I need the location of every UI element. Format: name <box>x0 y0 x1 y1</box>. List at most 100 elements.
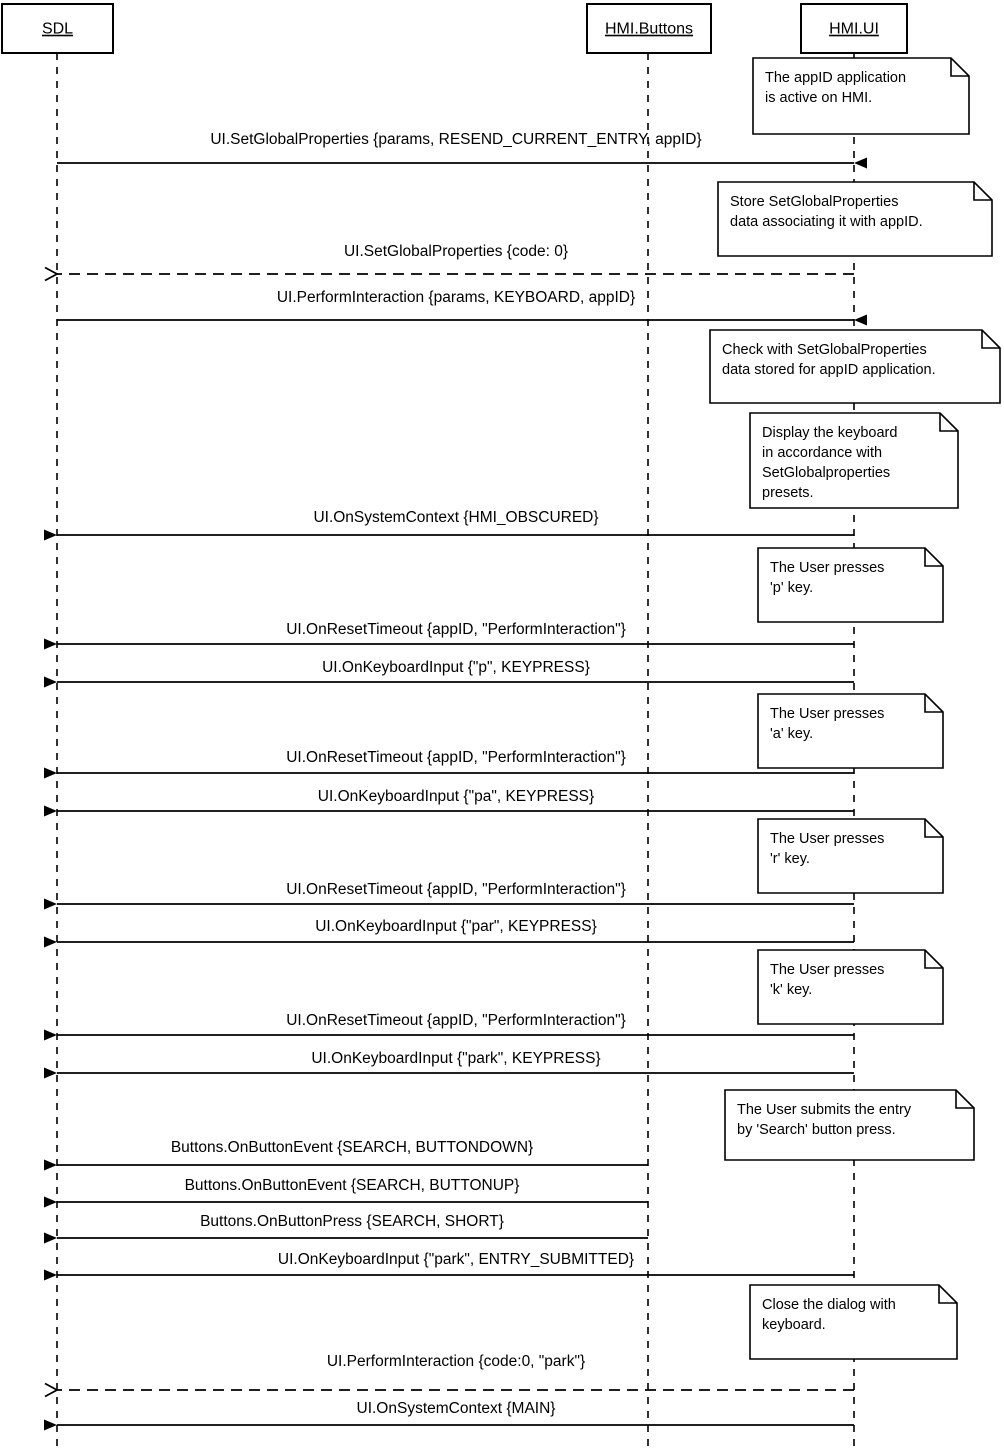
message-m17[interactable]: UI.PerformInteraction {code:0, "park"} <box>44 1353 854 1398</box>
message-m4[interactable]: UI.OnSystemContext {HMI_OBSCURED} <box>44 509 854 541</box>
message-label: UI.OnKeyboardInput {"park", KEYPRESS} <box>311 1050 600 1067</box>
message-label: UI.SetGlobalProperties {code: 0} <box>344 243 568 260</box>
note-text-line: Close the dialog with <box>762 1297 896 1313</box>
note-body <box>757 547 944 623</box>
message-label: UI.OnKeyboardInput {"p", KEYPRESS} <box>322 659 590 676</box>
arrowhead-open-icon <box>44 266 59 282</box>
message-label: Buttons.OnButtonEvent {SEARCH, BUTTONUP} <box>185 1177 520 1194</box>
message-label: UI.OnResetTimeout {appID, "PerformIntera… <box>286 1012 626 1029</box>
message-label: Buttons.OnButtonEvent {SEARCH, BUTTONDOW… <box>171 1139 533 1156</box>
note-text-line: 'p' key. <box>770 580 813 596</box>
message-m12[interactable]: UI.OnKeyboardInput {"park", KEYPRESS} <box>44 1050 854 1079</box>
arrowhead-filled-icon <box>44 1269 57 1281</box>
participant-label: HMI.Buttons <box>605 21 693 38</box>
note-fold-corner-icon <box>924 548 943 567</box>
message-label: UI.SetGlobalProperties {params, RESEND_C… <box>210 131 701 148</box>
arrowhead-filled-icon <box>854 314 867 326</box>
message-m13[interactable]: Buttons.OnButtonEvent {SEARCH, BUTTONDOW… <box>44 1139 648 1171</box>
note-body <box>757 693 944 769</box>
note-n3: Check with SetGlobalProperties data store… <box>709 329 1001 404</box>
note-text-line: The User presses <box>770 831 884 847</box>
messages-layer: UI.SetGlobalProperties {params, RESEND_C… <box>44 131 867 1431</box>
note-text-line: in accordance with <box>762 445 882 461</box>
note-text-line: The appID application <box>765 70 906 86</box>
note-n1: The appID application is active on HMI. <box>752 57 970 135</box>
note-body <box>749 412 959 509</box>
note-text-line: The User presses <box>770 962 884 978</box>
arrowhead-filled-icon <box>44 1159 57 1171</box>
message-label: UI.OnSystemContext {HMI_OBSCURED} <box>313 509 598 526</box>
arrowhead-filled-icon <box>44 676 57 688</box>
note-text-line: 'r' key. <box>770 851 810 867</box>
note-body <box>757 818 944 894</box>
participant-box-hmi_ui[interactable]: HMI.UI <box>800 3 908 54</box>
note-fold-corner-icon <box>924 694 943 713</box>
note-body <box>752 57 970 135</box>
message-m6[interactable]: UI.OnKeyboardInput {"p", KEYPRESS} <box>44 659 854 688</box>
message-label: UI.OnSystemContext {MAIN} <box>357 1400 556 1417</box>
note-n4: Display the keyboard in accordance withSe… <box>749 412 959 509</box>
note-n5: The User presses 'p' key. <box>757 547 944 623</box>
note-text-line: The User presses <box>770 706 884 722</box>
message-label: UI.PerformInteraction {params, KEYBOARD,… <box>277 289 635 306</box>
note-fold-corner-icon <box>973 182 992 201</box>
message-m3[interactable]: UI.PerformInteraction {params, KEYBOARD,… <box>57 289 867 326</box>
message-m16[interactable]: UI.OnKeyboardInput {"park", ENTRY_SUBMIT… <box>44 1251 854 1281</box>
arrowhead-filled-icon <box>44 529 57 541</box>
participant-box-sdl[interactable]: SDL <box>1 3 114 54</box>
note-text-line: data stored for appID application. <box>722 362 936 378</box>
note-fold-corner-icon <box>938 1285 957 1304</box>
note-text-line: presets. <box>762 485 814 501</box>
arrowhead-open-icon <box>44 1382 59 1398</box>
participant-rect <box>1 3 114 54</box>
arrowhead-filled-icon <box>44 638 57 650</box>
message-label: UI.OnKeyboardInput {"par", KEYPRESS} <box>315 918 597 935</box>
participant-label: SDL <box>42 21 73 38</box>
note-text-line: 'a' key. <box>770 726 813 742</box>
message-m14[interactable]: Buttons.OnButtonEvent {SEARCH, BUTTONUP} <box>44 1177 648 1208</box>
note-n6: The User presses 'a' key. <box>757 693 944 769</box>
note-fold-corner-icon <box>981 330 1000 349</box>
note-body <box>724 1089 975 1161</box>
message-m1[interactable]: UI.SetGlobalProperties {params, RESEND_C… <box>57 131 867 169</box>
message-m5[interactable]: UI.OnResetTimeout {appID, "PerformIntera… <box>44 621 854 650</box>
message-m9[interactable]: UI.OnResetTimeout {appID, "PerformIntera… <box>44 881 854 910</box>
participant-label: HMI.UI <box>829 21 879 38</box>
note-body <box>749 1284 958 1360</box>
message-m15[interactable]: Buttons.OnButtonPress {SEARCH, SHORT} <box>44 1213 648 1244</box>
message-m7[interactable]: UI.OnResetTimeout {appID, "PerformIntera… <box>44 749 854 779</box>
note-text-line: is active on HMI. <box>765 90 872 106</box>
message-label: UI.OnResetTimeout {appID, "PerformIntera… <box>286 621 626 638</box>
notes-layer: The appID application is active on HMI. St… <box>709 57 1001 1360</box>
lifelines-layer <box>56 53 855 1449</box>
arrowhead-filled-icon <box>44 1232 57 1244</box>
message-label: UI.OnResetTimeout {appID, "PerformIntera… <box>286 881 626 898</box>
note-text-line: The User presses <box>770 560 884 576</box>
note-body <box>717 181 993 257</box>
message-label: UI.PerformInteraction {code:0, "park"} <box>327 1353 585 1370</box>
note-text-line: SetGlobalproperties <box>762 465 890 481</box>
note-body <box>757 949 944 1025</box>
note-text-line: 'k' key. <box>770 982 812 998</box>
arrowhead-filled-icon <box>44 767 57 779</box>
note-fold-corner-icon <box>924 819 943 838</box>
message-m10[interactable]: UI.OnKeyboardInput {"par", KEYPRESS} <box>44 918 854 948</box>
message-m2[interactable]: UI.SetGlobalProperties {code: 0} <box>44 243 854 282</box>
participant-box-hmi_buttons[interactable]: HMI.Buttons <box>586 3 712 54</box>
message-m11[interactable]: UI.OnResetTimeout {appID, "PerformIntera… <box>44 1012 854 1041</box>
arrowhead-filled-icon <box>44 1067 57 1079</box>
participant-rect <box>800 3 908 54</box>
note-text-line: Check with SetGlobalProperties <box>722 342 927 358</box>
note-text-line: keyboard. <box>762 1317 826 1333</box>
note-text-line: Display the keyboard <box>762 425 897 441</box>
note-n7: The User presses 'r' key. <box>757 818 944 894</box>
message-m8[interactable]: UI.OnKeyboardInput {"pa", KEYPRESS} <box>44 788 854 817</box>
note-body <box>709 329 1001 404</box>
message-label: UI.OnResetTimeout {appID, "PerformIntera… <box>286 749 626 766</box>
note-fold-corner-icon <box>955 1090 974 1109</box>
message-m18[interactable]: UI.OnSystemContext {MAIN} <box>44 1400 854 1431</box>
note-fold-corner-icon <box>924 950 943 969</box>
